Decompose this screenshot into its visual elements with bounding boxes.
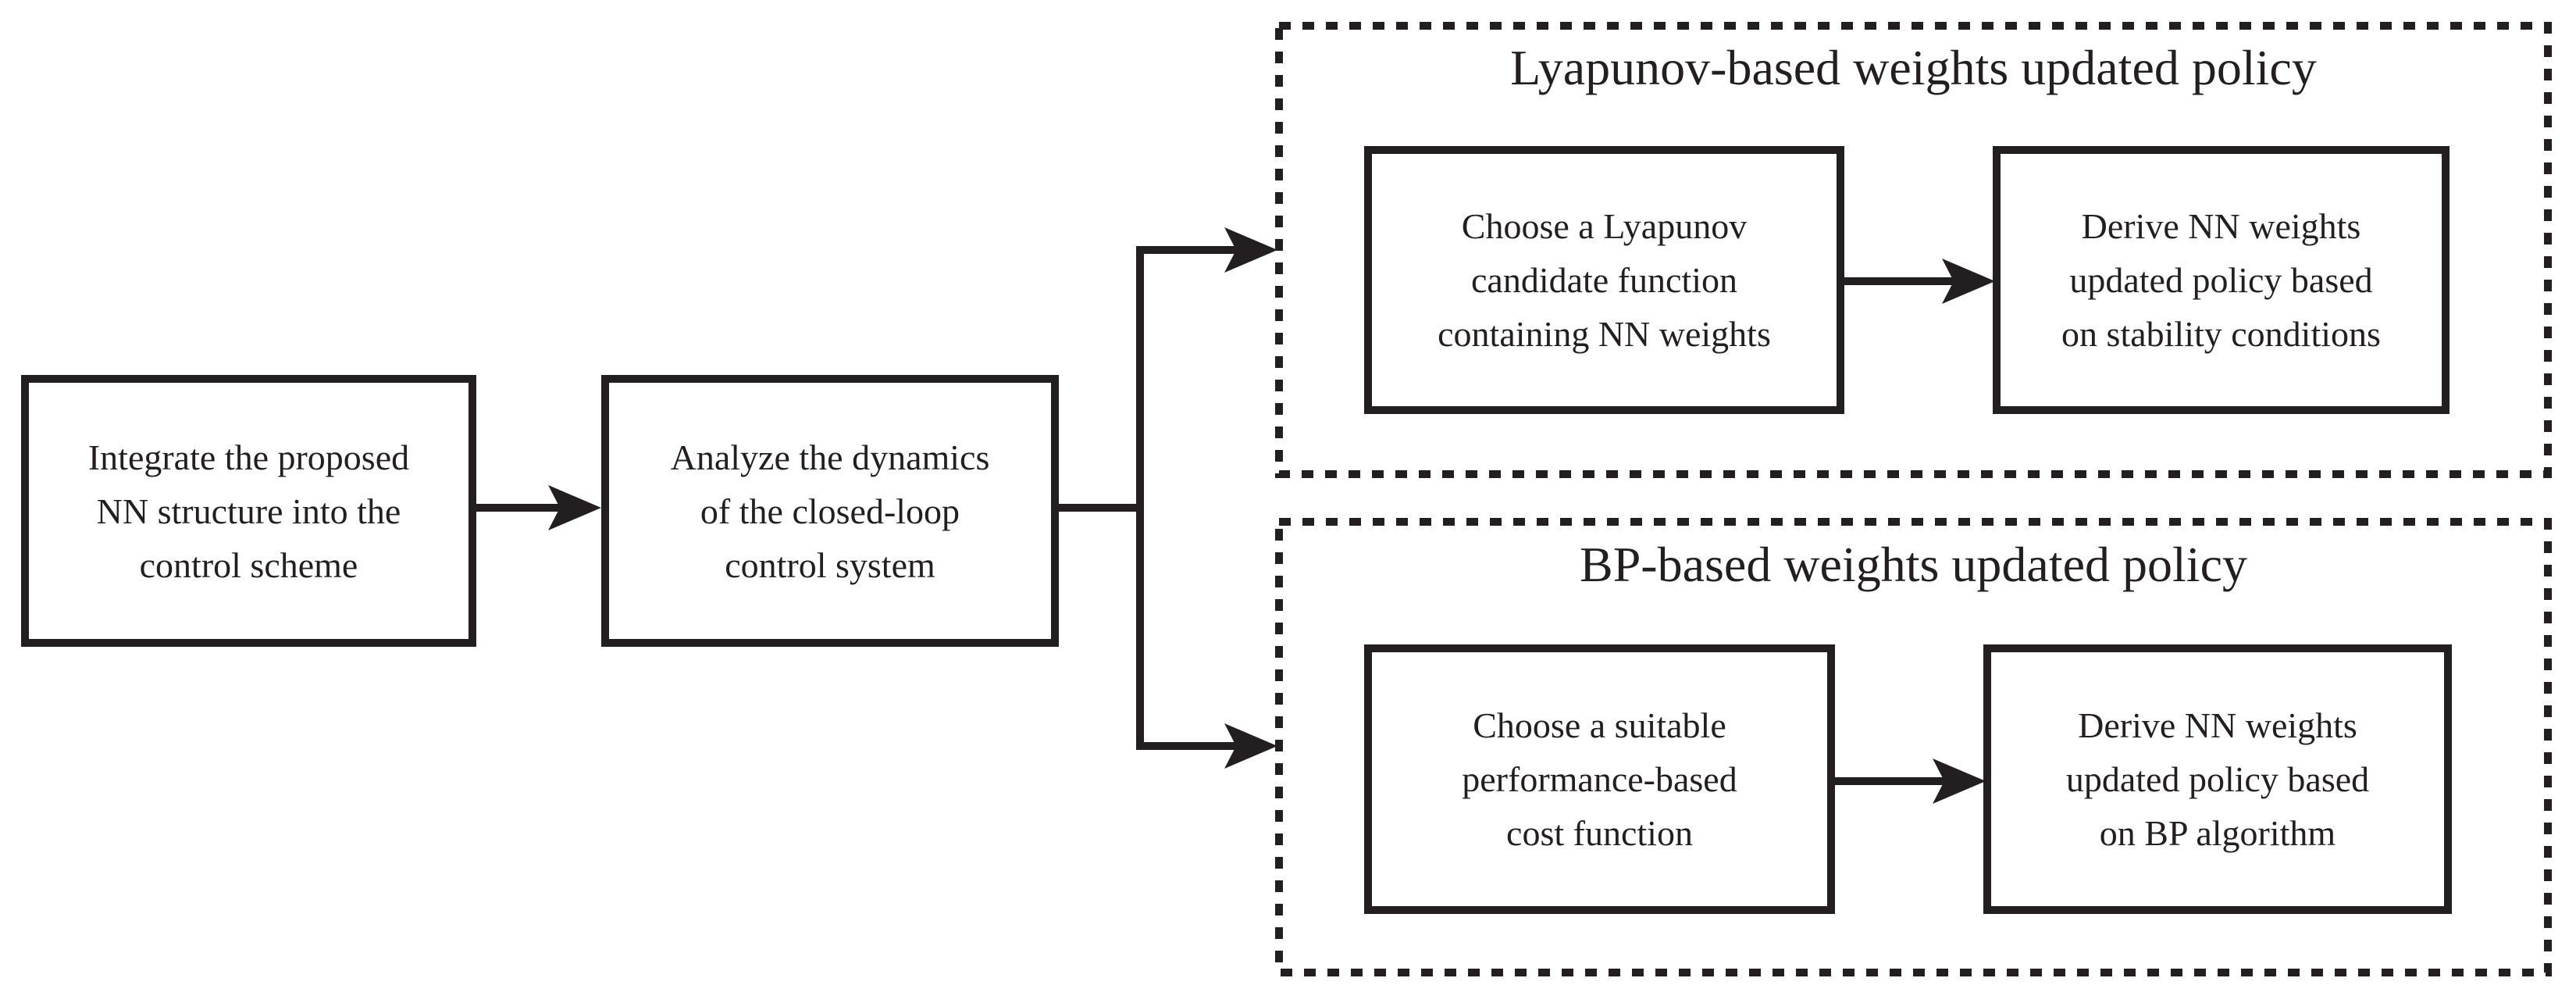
node-choose-lyapunov-function: Choose a Lyapunov candidate function con… [1364, 146, 1844, 414]
node-derive-policy-stability: Derive NN weights updated policy based o… [1993, 146, 2450, 414]
arrow-to-bp-head-icon [1224, 723, 1277, 769]
node-integrate-nn-structure: Integrate the proposed NN structure into… [21, 375, 476, 647]
node-choose-cost-function: Choose a suitable performance-based cost… [1364, 644, 1835, 914]
arrow-lyapunov-head-icon [1942, 259, 1995, 304]
arrow-flow-head-icon [548, 485, 601, 530]
arrow-to-lyapunov-head-icon [1224, 227, 1277, 273]
arrow-bp-head-icon [1933, 758, 1986, 804]
branch-connector [1056, 246, 1236, 750]
bp-branch-dashed-border [1275, 518, 2552, 976]
lyapunov-branch-dashed-border [1275, 22, 2552, 478]
bp-branch-title: BP-based weights updated policy [1580, 537, 2247, 592]
node-analyze-dynamics: Analyze the dynamics of the closed-loop … [601, 375, 1059, 647]
lyapunov-branch-title: Lyapunov-based weights updated policy [1510, 40, 2317, 95]
node-derive-policy-bp: Derive NN weights updated policy based o… [1983, 644, 2452, 914]
